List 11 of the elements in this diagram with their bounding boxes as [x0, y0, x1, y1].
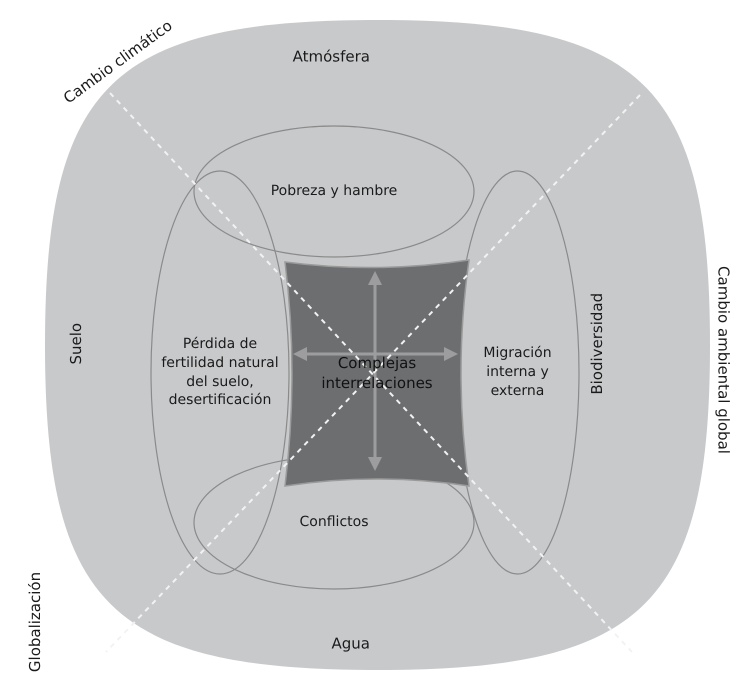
region-label: Pérdida de fertilidad natural del suelo, desertificación — [160, 334, 280, 410]
region-label: Biodiversidad — [586, 292, 607, 395]
center-label: Complejas interrelaciones — [320, 352, 434, 394]
region-label: Migración interna y externa — [482, 344, 553, 401]
outer-label: Globalización — [24, 572, 45, 672]
region-label: Agua — [332, 634, 370, 654]
region-label: Pobreza y hambre — [270, 182, 398, 201]
region-label: Conflictos — [298, 513, 370, 532]
region-label: Atmósfera — [292, 46, 370, 68]
region-label: Suelo — [66, 322, 86, 365]
outer-label: Cambio ambiental global — [713, 266, 734, 454]
